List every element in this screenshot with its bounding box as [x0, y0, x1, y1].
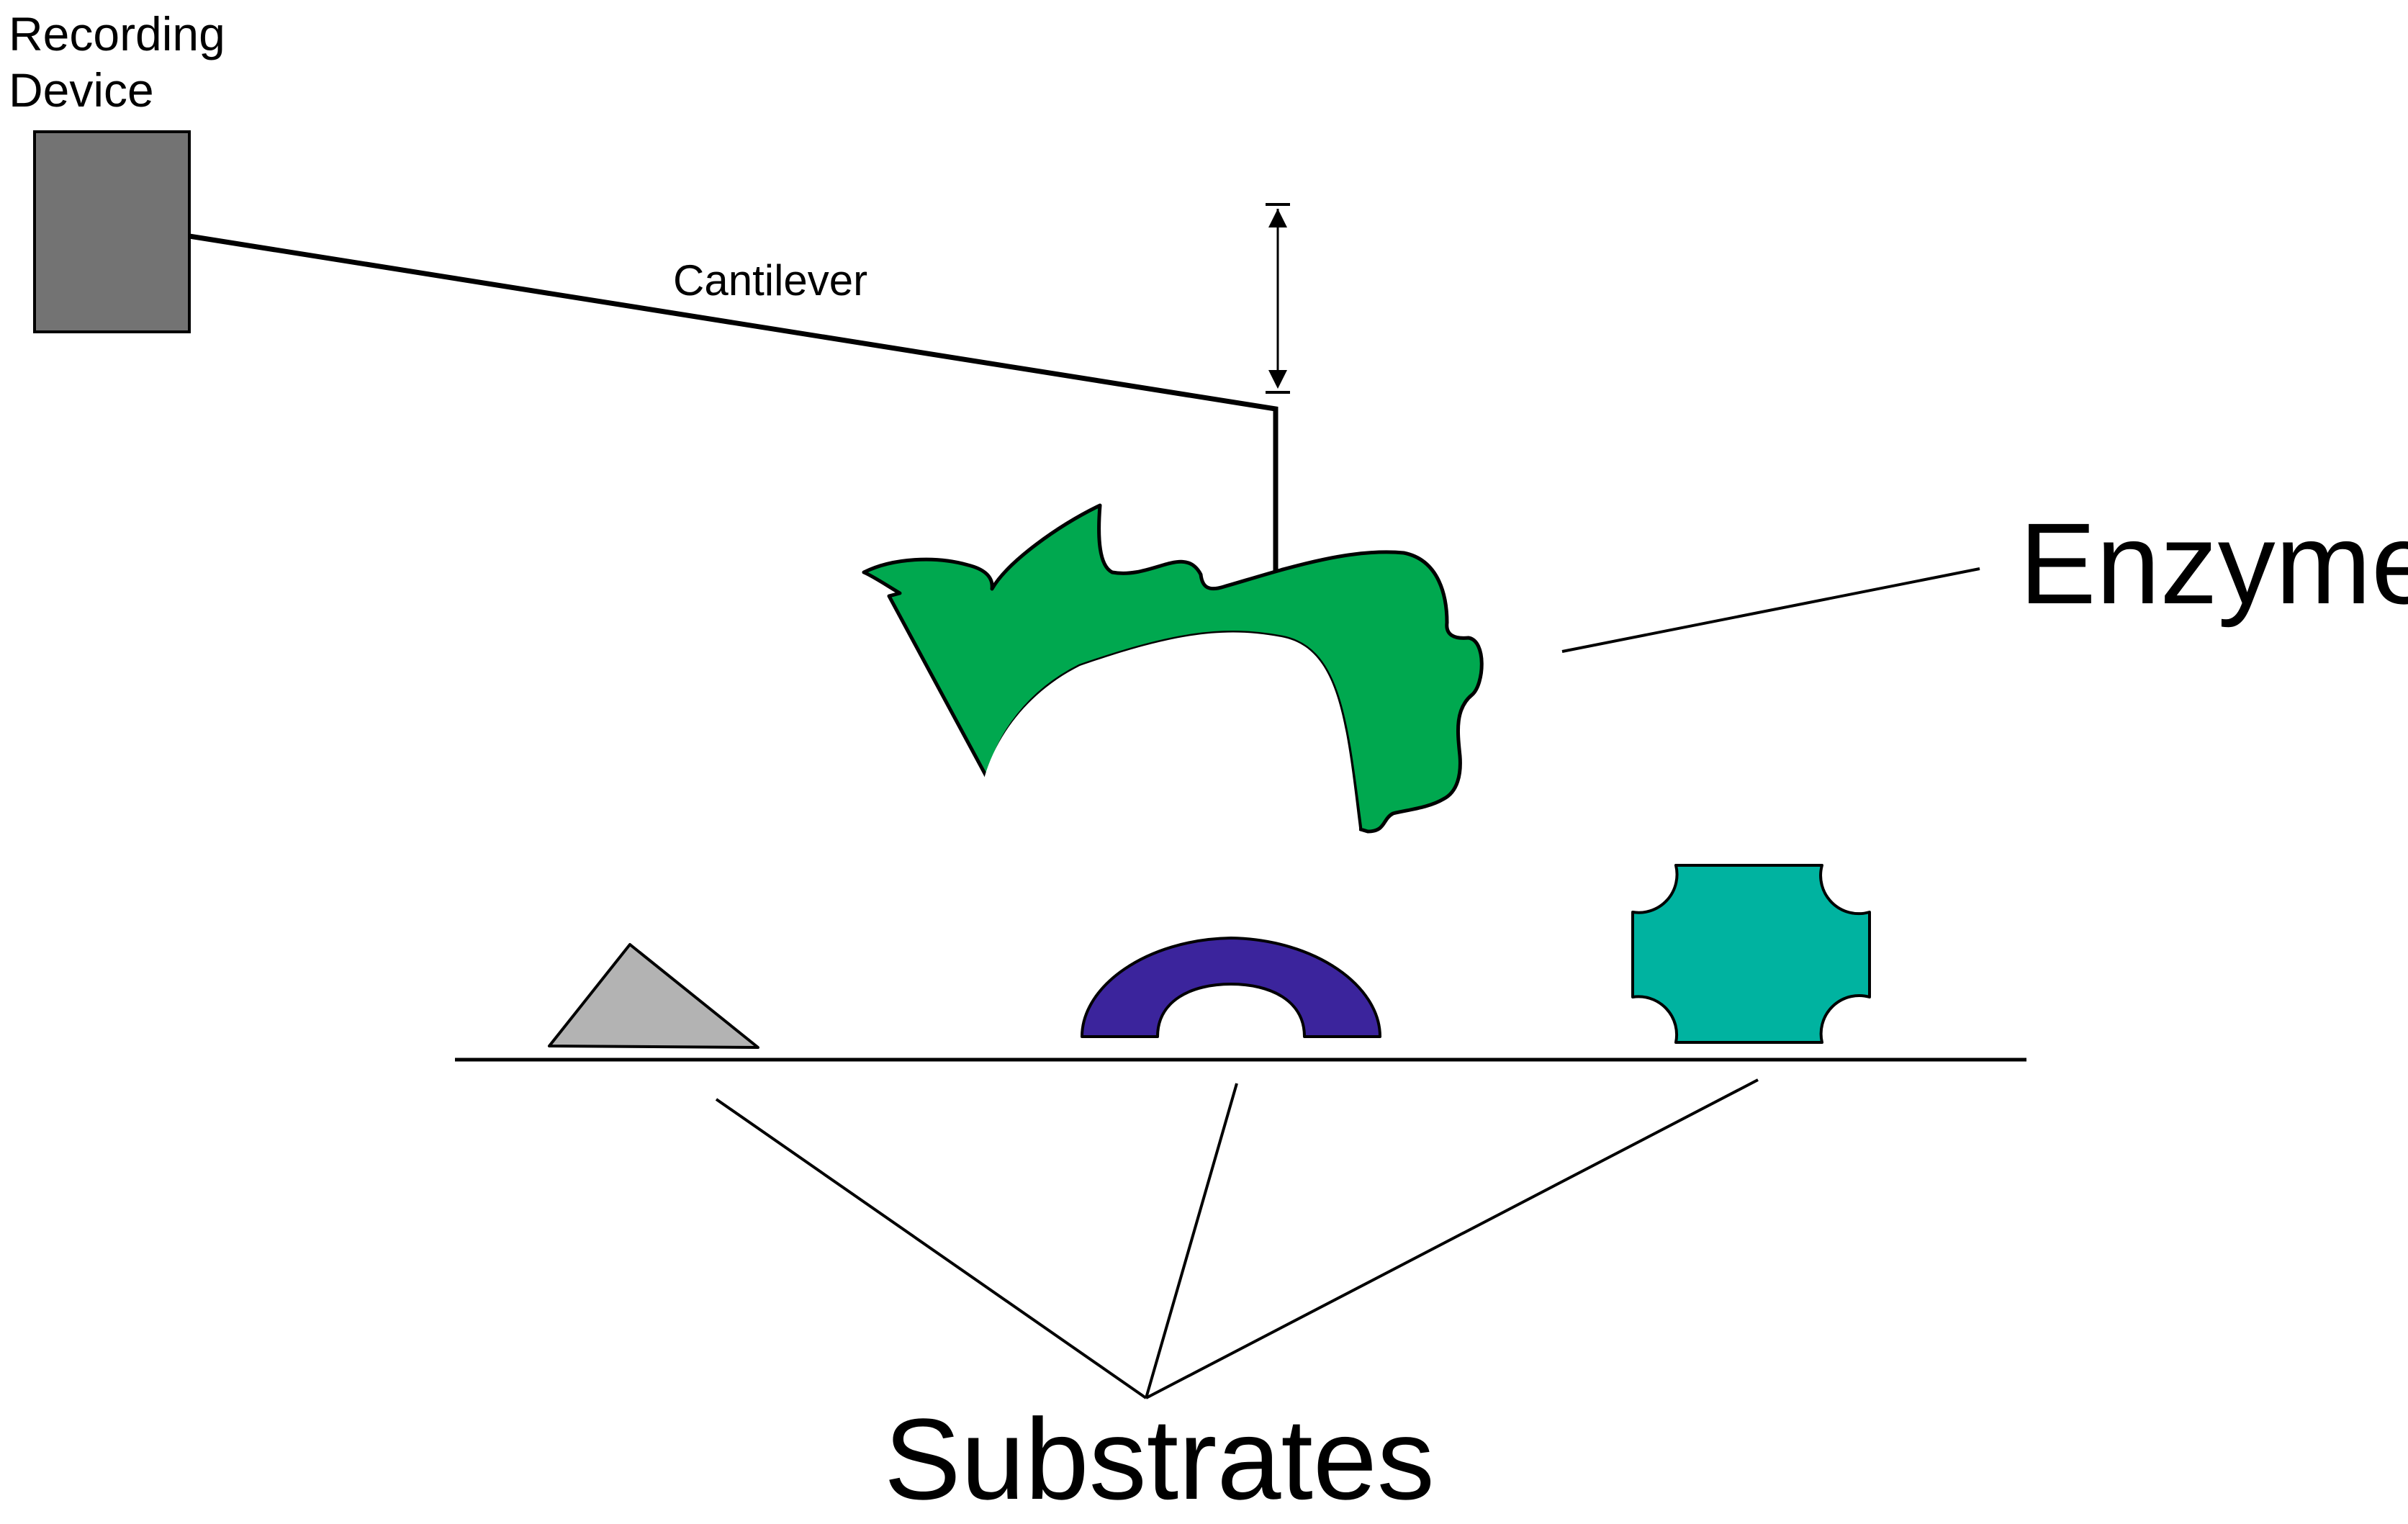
substrate-triangle: [548, 943, 759, 1049]
enzyme-binding-pocket: [979, 632, 1359, 844]
recording-device-label-line2: Device: [9, 63, 154, 117]
substrate-half-ring: [1081, 937, 1381, 1038]
substrates-label: Substrates: [884, 1394, 1435, 1523]
enzyme-label: Enzyme: [2019, 499, 2408, 628]
substrate-notched-square: [1631, 864, 1871, 1044]
substrate-pointer-lines: [715, 1078, 1759, 1399]
recording-device-box: [33, 130, 191, 333]
cantilever-beam: [189, 233, 1279, 572]
enzyme-pointer-line: [1561, 567, 1980, 653]
deflection-arrow-icon: [1266, 203, 1290, 394]
cantilever-label: Cantilever: [673, 256, 867, 305]
recording-device-label-line1: Recording: [9, 7, 225, 60]
